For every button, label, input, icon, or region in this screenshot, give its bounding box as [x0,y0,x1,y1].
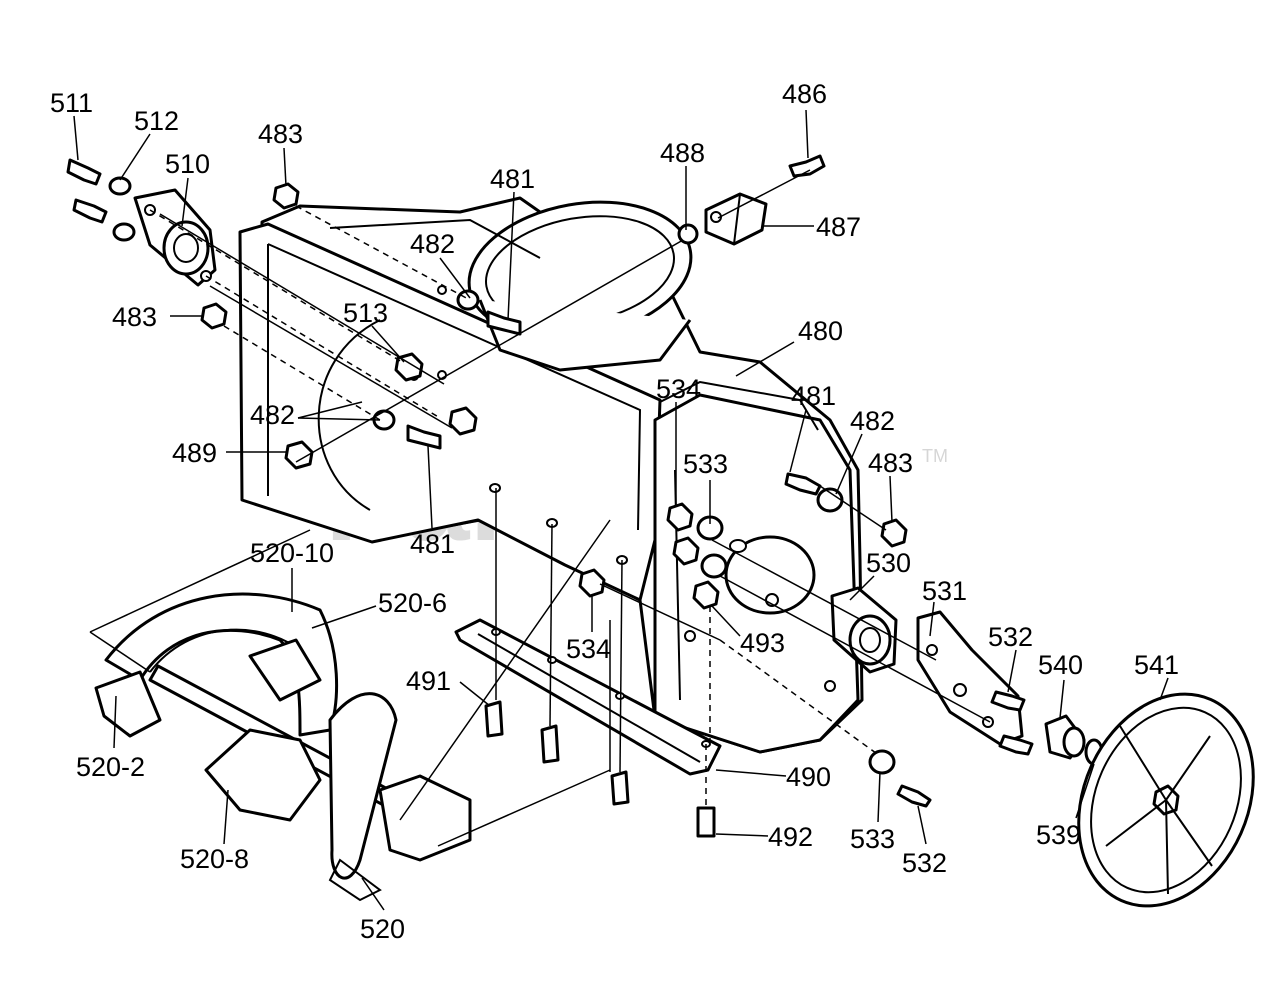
callout-493: 493 [740,628,785,658]
auger-assembly [89,519,611,902]
callout-520-6: 520-6 [378,588,447,618]
scraper-bar [454,488,722,838]
callout-532-top: 532 [988,622,1033,652]
callout-510: 510 [165,149,210,179]
right-side-hardware [578,472,1104,808]
callout-482-right: 482 [850,406,895,436]
callout-534-bottom: 534 [566,634,611,664]
callout-488: 488 [660,138,705,168]
callout-512: 512 [134,106,179,136]
callout-483-right: 483 [868,448,913,478]
callout-491: 491 [406,666,451,696]
callout-487: 487 [816,212,861,242]
callout-481-right: 481 [791,381,836,411]
left-bearing-flange [66,158,691,470]
pulley [1077,692,1255,908]
callout-481-top: 481 [490,164,535,194]
callout-482-left: 482 [250,400,295,430]
callout-530: 530 [866,548,911,578]
callout-480: 480 [798,316,843,346]
callout-540: 540 [1038,650,1083,680]
callout-481-bottom: 481 [410,529,455,559]
leader-lines [73,109,1169,911]
callout-541: 541 [1134,650,1179,680]
callout-489: 489 [172,438,217,468]
callout-534-top: 534 [656,374,701,404]
chute-bracket [677,154,826,246]
callout-533-bottom: 533 [850,824,895,854]
callout-492: 492 [768,822,813,852]
callout-520: 520 [360,914,405,944]
callout-483-left: 483 [112,302,157,332]
callout-520-8: 520-8 [180,844,249,874]
callout-520-10: 520-10 [250,538,334,568]
callout-490: 490 [786,762,831,792]
callout-482-top: 482 [410,229,455,259]
callout-511: 511 [50,88,93,118]
callout-531: 531 [922,576,967,606]
callout-539: 539 [1036,820,1081,850]
callout-labels: 511 512 510 483 481 488 486 487 482 483 … [50,79,1179,944]
callout-513: 513 [343,298,388,328]
callout-486: 486 [782,79,827,109]
callout-520-2: 520-2 [76,752,145,782]
callout-533-top: 533 [683,449,728,479]
watermark-trademark: TM [922,446,948,466]
callout-483-top: 483 [258,119,303,149]
callout-532-bottom: 532 [902,848,947,878]
